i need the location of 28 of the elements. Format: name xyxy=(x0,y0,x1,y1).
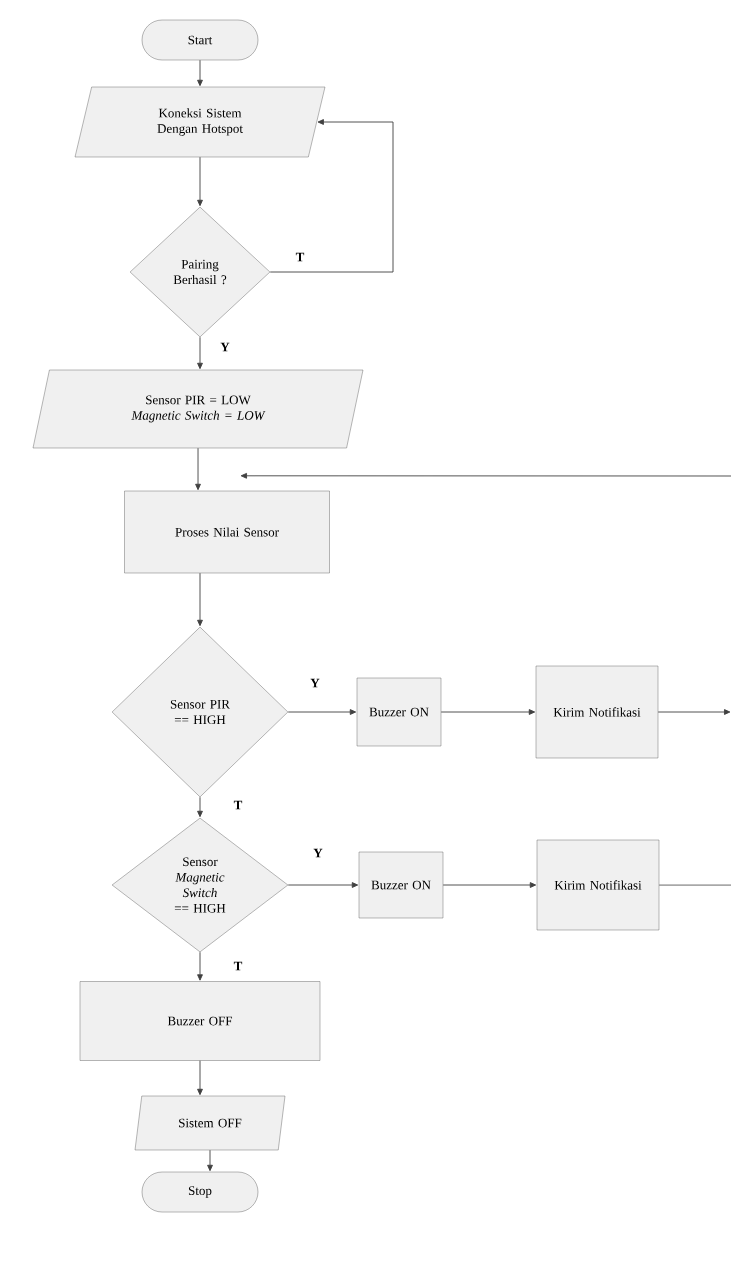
edge-label: T xyxy=(232,960,244,972)
arrow xyxy=(207,1149,213,1172)
edge-label: Y xyxy=(219,341,231,353)
arrow xyxy=(197,572,203,627)
process-box: Buzzer ON xyxy=(358,851,444,919)
edge-label: Y xyxy=(309,677,321,689)
arrow xyxy=(197,1060,203,1096)
arrow xyxy=(269,119,394,273)
arrow xyxy=(197,156,203,207)
process-box: Buzzer ON xyxy=(356,677,442,747)
arrow xyxy=(287,882,359,888)
arrow xyxy=(657,709,731,715)
arrow xyxy=(197,951,203,981)
process-box: Buzzer OFF xyxy=(79,981,321,1061)
arrow xyxy=(442,882,537,888)
arrow xyxy=(197,336,203,370)
arrow xyxy=(197,59,203,87)
process-box: Proses Nilai Sensor xyxy=(124,490,330,574)
arrow xyxy=(195,447,201,491)
process-box: Kirim Notifikasi xyxy=(535,665,659,759)
arrow xyxy=(197,796,203,818)
edge-label: Y xyxy=(312,847,324,859)
arrow xyxy=(440,709,536,715)
process-box: Kirim Notifikasi xyxy=(536,839,660,931)
edge-label: T xyxy=(232,799,244,811)
edge-label: T xyxy=(294,251,306,263)
arrow xyxy=(287,709,357,715)
arrow xyxy=(240,472,731,479)
